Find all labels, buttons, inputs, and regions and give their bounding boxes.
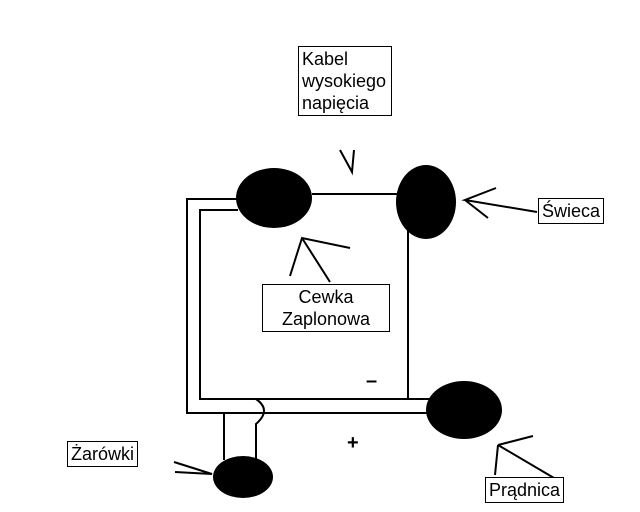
plus-sign: +	[347, 432, 359, 454]
pointer-generator	[494, 435, 555, 479]
pointer-coil	[289, 236, 351, 283]
minus-sign: –	[366, 370, 378, 392]
pointer-cable	[339, 149, 355, 176]
label-cable-high-voltage: Kabel wysokiego napięcia	[298, 46, 392, 116]
inner-wire	[199, 209, 430, 400]
label-spark-plug: Świeca	[538, 198, 605, 224]
ignition-coil-shape	[236, 168, 312, 228]
spark-plug-shape	[396, 165, 456, 239]
label-generator: Prądnica	[485, 477, 565, 503]
bulb-shape	[213, 456, 273, 498]
label-ignition-coil: Cewka Zaplonowa	[262, 284, 390, 332]
label-bulbs: Żarówki	[67, 441, 139, 467]
pointer-spark-plug	[461, 187, 538, 219]
generator-shape	[426, 381, 502, 439]
outer-wire	[186, 198, 430, 414]
bulb-wire-right	[255, 398, 265, 460]
pointer-bulbs	[173, 461, 213, 475]
